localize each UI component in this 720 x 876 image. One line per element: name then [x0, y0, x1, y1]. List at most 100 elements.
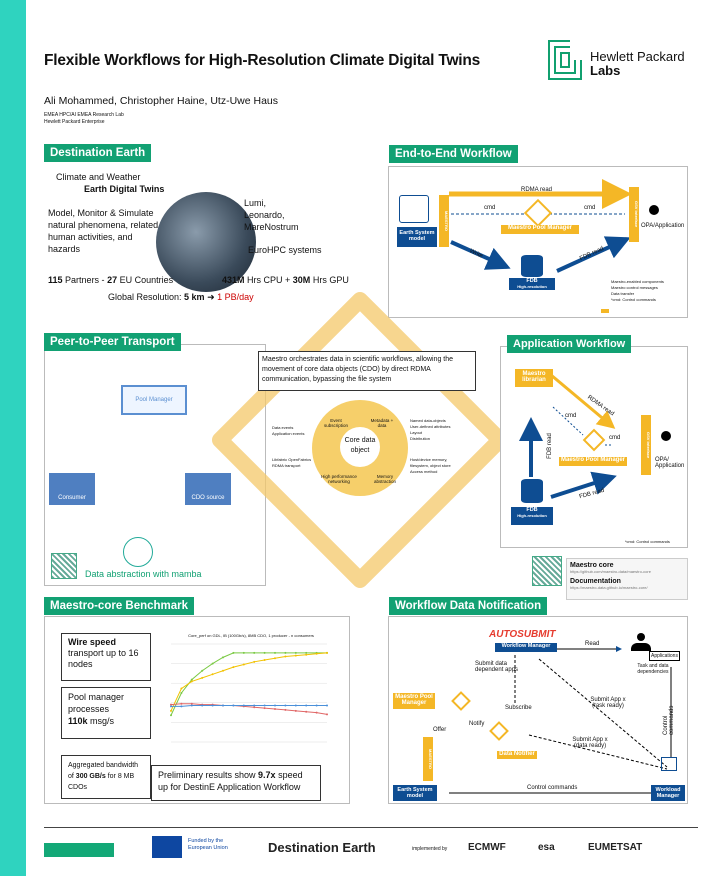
app-fdb-read-label: FDB read	[546, 433, 553, 459]
workflow-manager-box: Workflow Manager	[495, 643, 557, 652]
speedup-box: Preliminary results show 9.7x speed up f…	[151, 765, 321, 801]
affiliation: EMEA HPC/AI EMEA Research Lab Hewlett Pa…	[44, 112, 124, 125]
write-arrow	[450, 240, 511, 270]
consumer-box: Consumer	[49, 473, 95, 505]
app-cmd-label: cmd	[565, 413, 577, 419]
maestro-tag-1: MAESTRO	[439, 195, 449, 247]
notif-pool-manager-box: Maestro Pool Manager	[393, 693, 435, 709]
chart-point	[211, 673, 214, 676]
chart-point	[284, 651, 287, 654]
control-label: Control commands	[663, 705, 675, 735]
librarian-box: Maestro librarian	[515, 369, 553, 387]
implemented-by-text: implemented by	[412, 846, 448, 852]
chart-point	[326, 651, 328, 654]
resolution-text: Global Resolution: 5 km ➜ 1 PB/day	[108, 292, 254, 302]
eumetsat-logo: EUMETSAT	[588, 842, 643, 853]
twins-text: Earth Digital Twins	[84, 184, 165, 194]
chart-point	[274, 657, 276, 660]
links-box: Maestro core https://github.com/maestro-…	[566, 558, 688, 600]
poster-title: Flexible Workflows for High-Resolution C…	[44, 52, 481, 69]
chart-point	[180, 705, 183, 708]
p2p-panel: Peer-to-Peer Transport Pool Manager Cons…	[44, 333, 266, 586]
chart-point	[263, 651, 266, 654]
chart-point	[242, 704, 245, 707]
chart-point	[284, 655, 287, 658]
partners-text: 115 Partners - 27 EU Countries	[48, 275, 174, 285]
chart-point	[180, 687, 183, 690]
chart-point	[201, 676, 204, 679]
chart-point	[170, 705, 172, 708]
chart-point	[315, 704, 318, 707]
applications-box: Applications	[649, 651, 680, 661]
center-diamond-frame	[212, 292, 508, 588]
chart-point	[232, 651, 235, 654]
chart-point	[274, 708, 276, 711]
end-to-end-panel: End-to-End Workflow RDMA read cmd cmd Ea…	[388, 145, 688, 318]
app-note: *cmd: Control commands	[625, 539, 670, 544]
chart-point	[201, 669, 204, 672]
chart-point	[294, 709, 297, 712]
systems-text: Lumi, Leonardo, MareNostrum	[244, 198, 299, 232]
chart-point	[211, 704, 214, 707]
transport-list: Libfabric OpenFabrics RDMA transport	[272, 457, 312, 468]
chart-point	[190, 678, 193, 681]
app-person-icon	[661, 431, 671, 441]
chart-point	[263, 704, 266, 707]
app-gsv-tag: GSV interface	[641, 415, 651, 475]
high-perf-label: High performance networking	[321, 474, 357, 484]
chart-series-line-0	[170, 652, 327, 716]
climate-text: Climate and Weather	[56, 172, 141, 182]
p2p-header: Peer-to-Peer Transport	[44, 333, 181, 351]
chart-point	[294, 704, 297, 707]
chart-point	[170, 714, 172, 717]
notif-maestro-tag: MAESTRO	[423, 737, 433, 781]
destine-logo-text: Destination Earth	[268, 840, 376, 855]
chart-point	[222, 656, 224, 659]
app-cmd-label-2: cmd	[609, 435, 621, 441]
maestro-core-label: Maestro core	[570, 562, 614, 569]
notification-diagram	[449, 646, 672, 794]
gsv-interface-tag: GSV interface	[629, 187, 639, 242]
chart-point	[326, 704, 328, 707]
chart-point	[263, 707, 266, 710]
submit-data-ready-arrow	[528, 734, 668, 770]
documentation-link[interactable]: https://maestro-data.github.io/maestro-c…	[570, 585, 648, 590]
data-notifier-box: Data Notifier	[497, 751, 537, 759]
ecmwf-logo: ECMWF	[468, 842, 506, 853]
mamba-icon	[123, 537, 153, 567]
model-text: Model, Monitor & Simulate natural phenom…	[48, 208, 159, 254]
chart-point	[326, 713, 328, 716]
read-label: Read	[585, 641, 600, 647]
notify-label: Notify	[469, 721, 485, 727]
notifier-icon	[489, 721, 509, 741]
autosubmit-logo: AUTOSUBMIT	[489, 629, 556, 640]
chart-point	[253, 660, 256, 663]
cmd-label-1: cmd	[484, 205, 496, 211]
app-workflow-header: Application Workflow	[507, 335, 632, 353]
task-data-label: Task and data dependencies	[637, 663, 669, 675]
app-cmd-arrow	[552, 406, 584, 436]
app-workflow-panel: Application Workflow Maestro librarian R…	[500, 335, 688, 548]
app-pool-manager-icon	[582, 428, 606, 452]
app-rdma-arrow	[550, 373, 616, 429]
app-pool-manager-box: Maestro Pool Manager	[559, 457, 627, 466]
chart-point	[274, 651, 276, 654]
links-qr-code	[532, 556, 562, 586]
opa-label: OPA/Application	[641, 223, 685, 229]
fdb-read-arrow	[556, 236, 631, 273]
left-accent-strip	[0, 0, 26, 876]
event-subscription-label: Event subscription	[324, 418, 349, 428]
esm-box: Earth System model	[397, 227, 437, 247]
app-opa-label: OPA/ Application	[655, 457, 685, 469]
p2p-pool-manager-box: Pool Manager	[121, 385, 187, 415]
submit-data-ready-label: Submit App x (data ready)	[572, 737, 608, 749]
chart-point	[201, 704, 204, 707]
metadata-label: Metadata + data	[370, 418, 394, 428]
maestro-summary: Maestro orchestrates data in scientific …	[258, 351, 476, 391]
maestro-core-link[interactable]: https://github.com/maestro-data/maestro-…	[570, 569, 651, 574]
submit-task-arrow	[538, 658, 668, 768]
control-label-2: Control commands	[527, 785, 578, 791]
